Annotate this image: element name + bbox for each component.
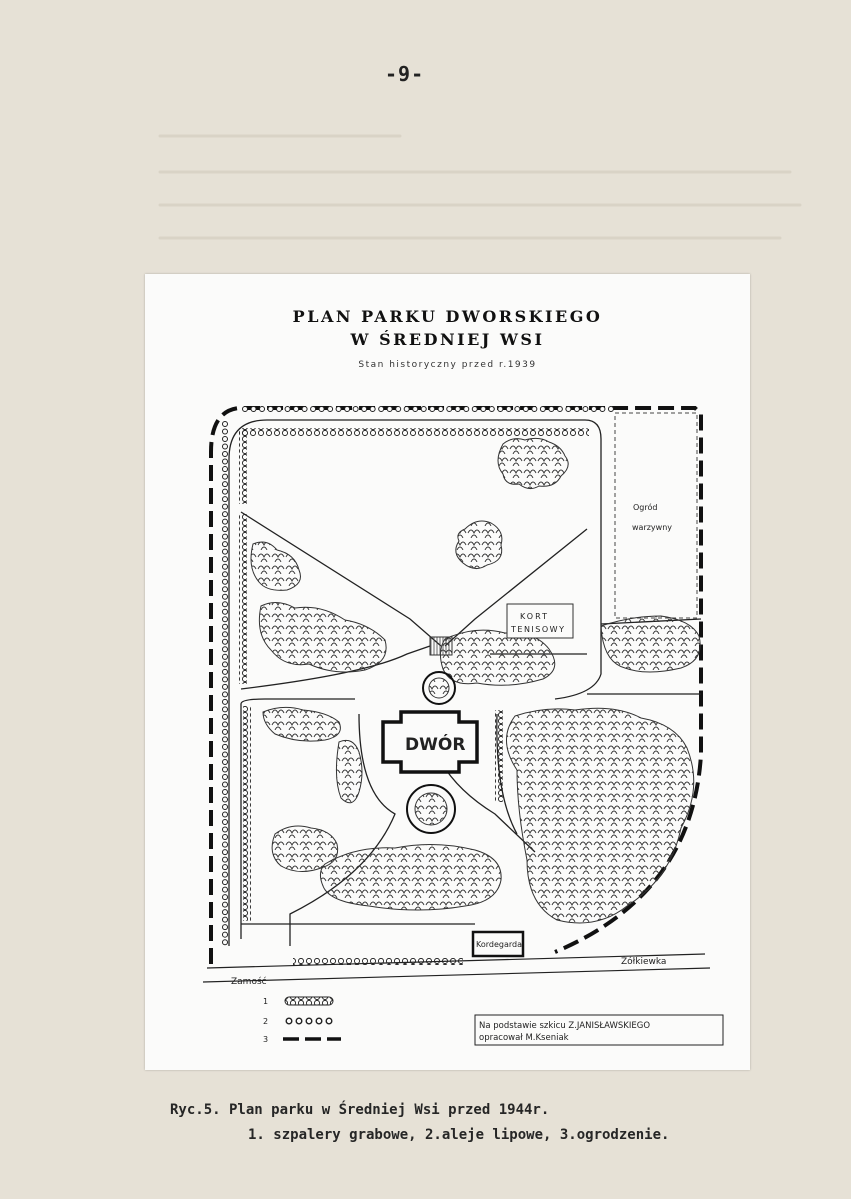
legend: 1 2 3 (263, 996, 341, 1044)
figure-caption: Ryc.5. Plan parku w Średniej Wsi przed 1… (170, 1098, 810, 1148)
vegetable-garden (614, 412, 698, 619)
gatehouse-label: Kordegarda (476, 940, 522, 949)
credit-line2: opracował M.Kseniak (479, 1033, 569, 1043)
tree-groups (250, 437, 701, 924)
caption-line1: Ryc.5. Plan parku w Średniej Wsi przed 1… (170, 1102, 550, 1118)
road (202, 953, 711, 983)
legend-item2-symbol (285, 1017, 333, 1025)
road-label-zamosc: Zamość (231, 976, 267, 987)
tennis-court-label-1: KORT (520, 612, 549, 621)
plan-title-line1: PLAN PARKU DWORSKIEGO (292, 307, 603, 326)
legend-item2-number: 2 (263, 1017, 268, 1026)
fence-line (209, 406, 703, 964)
park-plan-figure: PLAN PARKU DWORSKIEGO W ŚREDNIEJ WSI Sta… (145, 274, 750, 1070)
legend-item1-number: 1 (263, 997, 268, 1006)
road-label-zolkiewka: Żółkiewka (621, 956, 666, 967)
hornbeam-hedges (239, 428, 589, 965)
park-map: Ogród warzywny (202, 406, 724, 1046)
manor-house-label: DWÓR (405, 733, 465, 755)
tennis-court-label-2: TENISOWY (510, 625, 565, 634)
caption-line2: 1. szpalery grabowe, 2.aleje lipowe, 3.o… (248, 1127, 670, 1143)
vegetable-garden-label-1: Ogród (633, 502, 657, 512)
legend-item3-number: 3 (263, 1035, 268, 1044)
gatehouse (471, 930, 525, 958)
flowerbed-roundels (406, 671, 456, 834)
credit-box (474, 1014, 724, 1046)
steps (429, 636, 453, 656)
plan-subtitle: Stan historyczny przed r.1939 (358, 360, 537, 370)
credit-line1: Na podstawie szkicu Z.JANISŁAWSKIEGO (479, 1021, 650, 1031)
plan-title-line2: W ŚREDNIEJ WSI (350, 330, 545, 349)
page-number: -9- (385, 62, 425, 86)
legend-item1-symbol (284, 996, 334, 1006)
vegetable-garden-label-2: warzywny (632, 523, 672, 532)
tennis-court (506, 603, 574, 639)
bleed-through-text (158, 134, 802, 240)
manor-house (381, 710, 479, 774)
